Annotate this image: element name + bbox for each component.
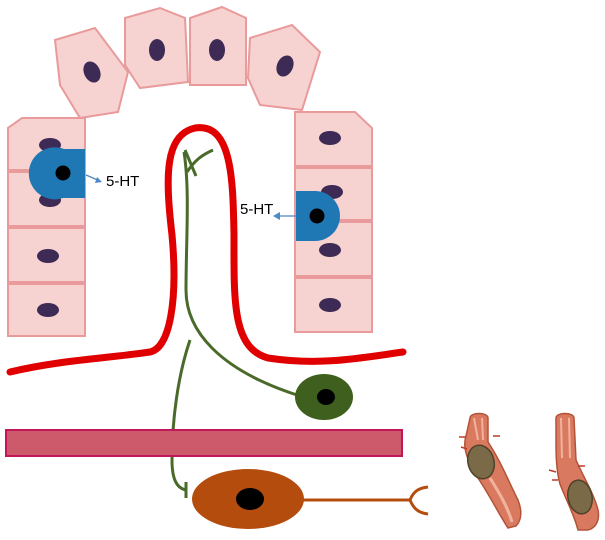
nucleus — [319, 298, 341, 312]
nerve-branch — [185, 150, 213, 176]
motor-axon — [302, 487, 428, 514]
epithelial-cell — [125, 8, 188, 88]
serotonin-label-left: 5-HT — [106, 173, 139, 190]
epithelial-cell — [190, 7, 246, 85]
epithelial-cell — [8, 228, 85, 282]
epithelial-cell — [295, 112, 372, 166]
sensory-neuron-nucleus — [317, 389, 335, 405]
nucleus — [319, 131, 341, 145]
intestine-segment-contracting-icon — [459, 414, 521, 529]
nucleus — [209, 39, 225, 61]
epithelial-cell — [295, 278, 372, 332]
serotonin-release-arrow-right — [273, 212, 296, 220]
nucleus — [37, 303, 59, 317]
ec-cell-nucleus — [56, 166, 71, 181]
nucleus — [37, 249, 59, 263]
epithelial-cell — [248, 25, 320, 110]
serotonin-label-right: 5-HT — [240, 201, 273, 218]
motor-neuron-nucleus — [236, 488, 264, 510]
epithelial-cell — [8, 284, 85, 336]
motor-neuron — [192, 469, 428, 529]
intestine-segment-propelling-icon — [549, 414, 599, 531]
nucleus — [149, 39, 165, 61]
enterochromaffin-cell-left — [29, 147, 85, 199]
muscle-layer — [6, 430, 402, 456]
ec-cell-nucleus — [310, 209, 325, 224]
nucleus — [319, 243, 341, 257]
sensory-neuron — [295, 374, 353, 420]
crypt-top-cells — [55, 7, 320, 118]
epithelial-cell — [55, 28, 128, 118]
serotonin-release-arrow-left — [86, 175, 102, 183]
interneuron-fiber — [172, 340, 190, 490]
